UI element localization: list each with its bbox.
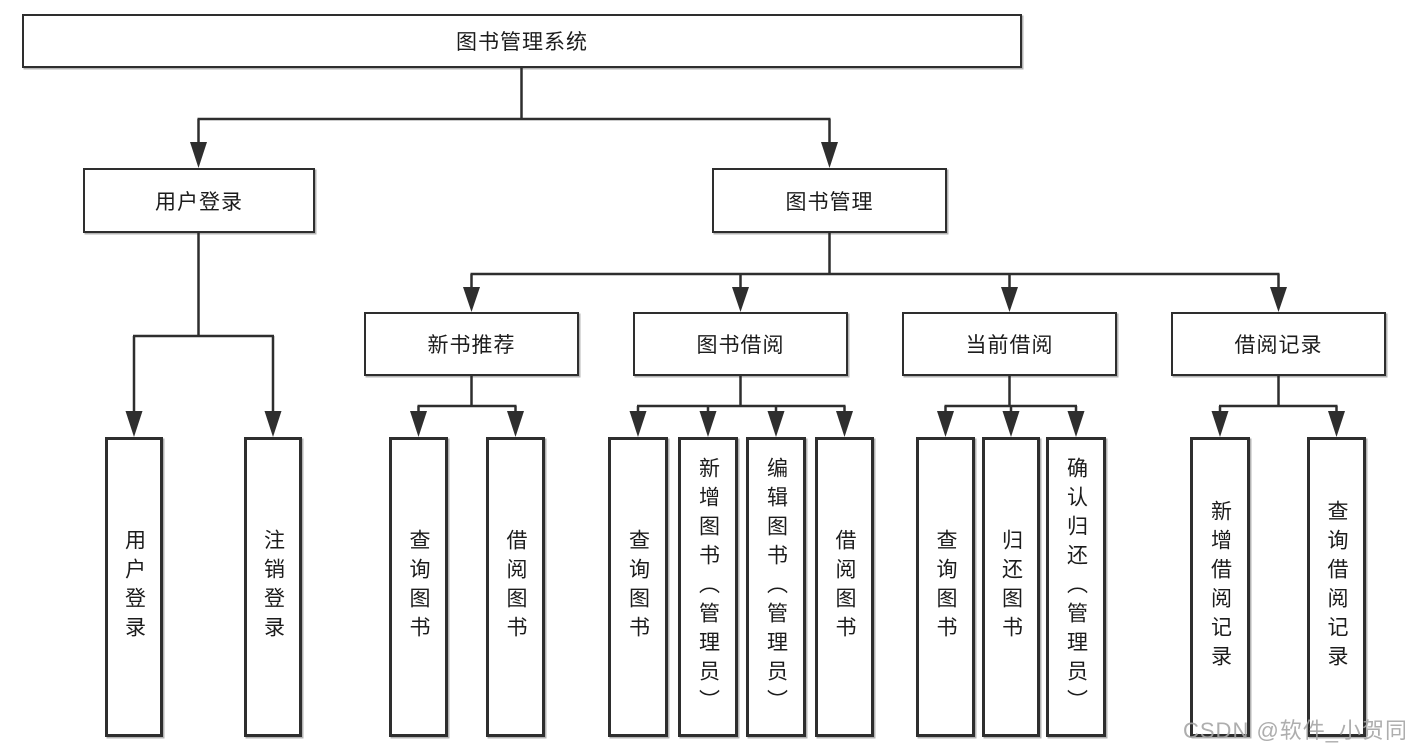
arrow-head (125, 411, 143, 437)
node-borrowing-records: 借阅记录 (1171, 312, 1386, 376)
arrow-head (732, 287, 749, 312)
leaf-current-confirm-return: 确认归还（管理员） (1046, 437, 1106, 737)
node-user-login: 用户登录 (83, 168, 315, 233)
leaf-records-add: 新增借阅记录 (1190, 437, 1250, 737)
leaf-current-return: 归还图书 (982, 437, 1040, 737)
arrow-head (699, 411, 717, 437)
leaf-label: 新增借阅记录 (1208, 500, 1232, 674)
leaf-label: 注销登录 (261, 529, 285, 645)
arrow-head (410, 411, 427, 437)
arrow-head (1328, 411, 1345, 437)
leaf-records-query: 查询借阅记录 (1307, 437, 1366, 737)
leaf-label: 查询图书 (407, 529, 430, 645)
connector-current-borrowing (937, 376, 1085, 437)
leaf-label: 用户登录 (122, 529, 146, 645)
leaf-label: 借阅图书 (833, 529, 856, 645)
arrow-head (836, 411, 853, 437)
arrow-head (1001, 287, 1018, 312)
leaf-label: 归还图书 (999, 529, 1023, 645)
arrow-head (1270, 287, 1287, 312)
connector-book-management (463, 233, 1287, 312)
arrow-head (1002, 411, 1020, 437)
leaf-borrowing-borrow: 借阅图书 (815, 437, 874, 737)
csdn-watermark: CSDN @软件_小贺同学 (1183, 718, 1405, 743)
node-book-management-label: 图书管理 (785, 190, 874, 214)
arrow-head (463, 287, 480, 312)
node-book-borrowing-label: 图书借阅 (696, 334, 785, 357)
node-current-borrowing-label: 当前借阅 (965, 334, 1054, 357)
arrow-head (190, 142, 207, 168)
leaf-borrowing-query: 查询图书 (608, 437, 668, 737)
arrow-head (937, 411, 954, 437)
node-user-login-label: 用户登录 (155, 190, 243, 214)
leaf-current-query: 查询图书 (916, 437, 975, 737)
leaf-label: 借阅图书 (504, 529, 527, 645)
leaf-label: 新增图书（管理员） (696, 456, 720, 718)
leaf-borrowing-add: 新增图书（管理员） (678, 437, 738, 737)
connector-borrowing-records (1211, 376, 1345, 437)
arrow-head (264, 411, 282, 437)
node-book-management: 图书管理 (712, 168, 947, 233)
node-root-label: 图书管理系统 (456, 31, 588, 54)
connector-new-books (410, 376, 524, 437)
leaf-label: 编辑图书（管理员） (764, 456, 788, 718)
connector-root (190, 68, 838, 168)
arrow-head (1067, 411, 1085, 437)
arrow-head (767, 411, 785, 437)
node-current-borrowing: 当前借阅 (902, 312, 1117, 376)
leaf-label: 查询借阅记录 (1325, 500, 1348, 674)
connector-user-login (125, 233, 282, 437)
leaf-label: 确认归还（管理员） (1064, 456, 1088, 718)
leaf-newbooks-borrow: 借阅图书 (486, 437, 545, 737)
connector-book-borrowing (629, 376, 853, 437)
leaf-newbooks-query: 查询图书 (389, 437, 448, 737)
arrow-head (1211, 411, 1229, 437)
leaf-borrowing-edit: 编辑图书（管理员） (746, 437, 806, 737)
arrow-head (507, 411, 524, 437)
leaf-user-login: 用户登录 (105, 437, 163, 737)
arrow-head (821, 142, 838, 168)
arrow-head (629, 411, 647, 437)
node-new-books: 新书推荐 (364, 312, 579, 376)
leaf-label: 查询图书 (934, 529, 957, 645)
leaf-logout: 注销登录 (244, 437, 302, 737)
node-borrowing-records-label: 借阅记录 (1234, 334, 1323, 357)
leaf-label: 查询图书 (626, 529, 650, 645)
node-root: 图书管理系统 (22, 14, 1022, 68)
node-book-borrowing: 图书借阅 (633, 312, 848, 376)
node-new-books-label: 新书推荐 (427, 334, 516, 357)
